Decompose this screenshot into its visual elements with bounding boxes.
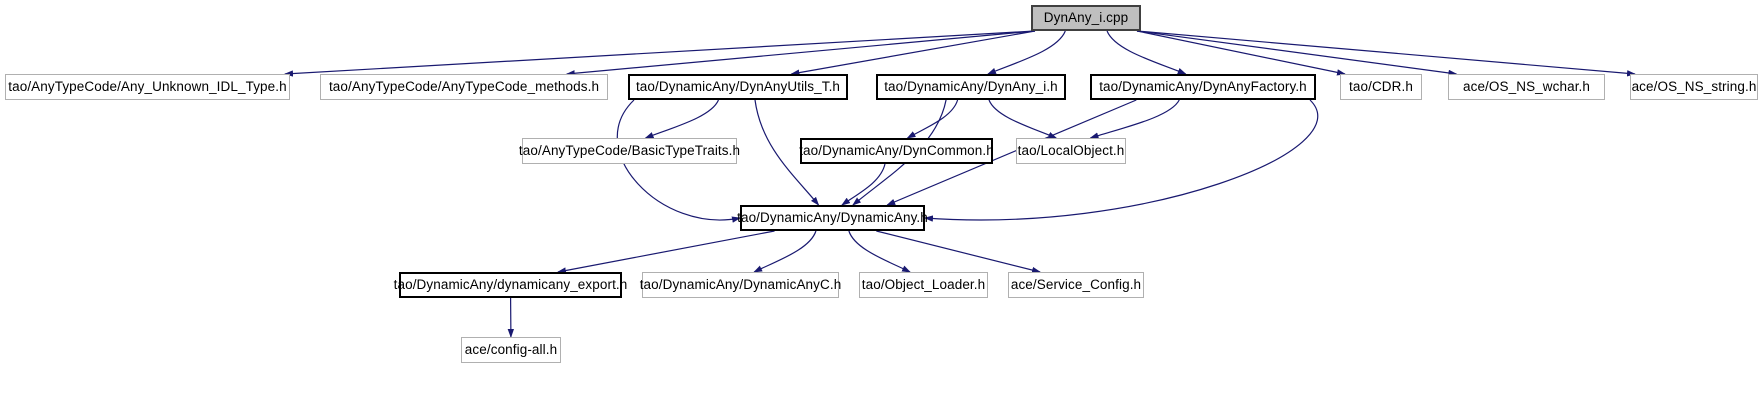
graph-node-anytypecode_methods[interactable]: tao/AnyTypeCode/AnyTypeCode_methods.h	[320, 74, 608, 100]
graph-edge-dyncommon-to-dynamicany_h	[841, 163, 886, 206]
graph-node-dynanyfactory[interactable]: tao/DynamicAny/DynAnyFactory.h	[1090, 74, 1316, 100]
graph-edge-dynany_i_cpp-to-os_ns_wchar	[1136, 30, 1458, 77]
graph-node-label: tao/AnyTypeCode/Any_Unknown_IDL_Type.h	[8, 79, 287, 95]
graph-edge-dynany_i_cpp-to-dynanyfactory	[1106, 30, 1187, 75]
graph-edge-sweep-dynanyfactory-to-dynamicany_h	[924, 99, 1319, 222]
graph-node-label: ace/OS_NS_string.h	[1631, 79, 1757, 95]
graph-edge-dynanyutils_t-to-dynamicany_h	[754, 99, 820, 206]
graph-edge-dynamicany_h-to-object_loader	[848, 230, 911, 273]
graph-node-label: tao/DynamicAny/DynCommon.h	[799, 143, 994, 159]
graph-node-cdr[interactable]: tao/CDR.h	[1340, 74, 1422, 100]
graph-edge-dynamicany_h-to-dynamicanyc	[753, 230, 817, 273]
graph-edge-dynany_i_cpp-to-anytypecode_methods	[565, 30, 1036, 77]
graph-node-dynamicany_h[interactable]: tao/DynamicAny/DynamicAny.h	[737, 205, 928, 231]
graph-node-label: tao/Object_Loader.h	[861, 277, 986, 293]
graph-edge-dynany_i_cpp-to-cdr	[1136, 30, 1346, 76]
graph-node-any_unknown_idl[interactable]: tao/AnyTypeCode/Any_Unknown_IDL_Type.h	[5, 74, 290, 100]
graph-edge-dynanyfactory-to-dynamicany_h	[886, 99, 1137, 206]
graph-node-dynany_i_cpp[interactable]: DynAny_i.cpp	[1031, 5, 1141, 31]
graph-node-object_loader[interactable]: tao/Object_Loader.h	[859, 272, 988, 298]
graph-node-label: tao/CDR.h	[1349, 79, 1413, 95]
graph-node-label: tao/DynamicAny/DynamicAny.h	[737, 210, 928, 226]
graph-node-label: tao/DynamicAny/DynAny_i.h	[884, 79, 1058, 95]
graph-node-label: tao/AnyTypeCode/BasicTypeTraits.h	[518, 143, 741, 159]
graph-node-dynanyutils_t[interactable]: tao/DynamicAny/DynAnyUtils_T.h	[628, 74, 848, 100]
graph-node-label: tao/DynamicAny/DynAnyUtils_T.h	[635, 79, 841, 95]
graph-node-label: tao/DynamicAny/DynAnyFactory.h	[1099, 79, 1307, 95]
graph-node-dynany_i_h[interactable]: tao/DynamicAny/DynAny_i.h	[876, 74, 1066, 100]
graph-edge-dynamicany_h-to-service_config	[876, 230, 1042, 274]
graph-node-dynamicany_export[interactable]: tao/DynamicAny/dynamicany_export.h	[394, 272, 627, 298]
graph-node-label: ace/config-all.h	[464, 342, 558, 358]
graph-edge-dynany_i_cpp-to-dynany_i_h	[987, 30, 1066, 75]
graph-node-label: tao/LocalObject.h	[1017, 143, 1125, 159]
graph-edge-sweep-dynanyutils_t-to-dynamicany_h	[616, 99, 741, 223]
graph-edge-dynany_i_h-to-dyncommon	[906, 99, 959, 139]
graph-edge-dynany_i_cpp-to-any_unknown_idl	[284, 30, 1036, 77]
graph-edge-dynany_i_h-to-localobject	[988, 99, 1058, 139]
graph-node-dyncommon[interactable]: tao/DynamicAny/DynCommon.h	[799, 138, 994, 164]
graph-node-label: DynAny_i.cpp	[1043, 10, 1129, 26]
graph-edge-dynanyutils_t-to-basictypetraits	[644, 99, 720, 139]
graph-edge-dynanyfactory-to-localobject	[1089, 99, 1180, 139]
graph-node-label: tao/DynamicAny/DynamicAnyC.h	[639, 277, 842, 293]
graph-node-localobject[interactable]: tao/LocalObject.h	[1016, 138, 1126, 164]
graph-node-config_all[interactable]: ace/config-all.h	[461, 337, 561, 363]
graph-node-service_config[interactable]: ace/Service_Config.h	[1008, 272, 1144, 298]
graph-node-os_ns_wchar[interactable]: ace/OS_NS_wchar.h	[1448, 74, 1605, 100]
graph-node-basictypetraits[interactable]: tao/AnyTypeCode/BasicTypeTraits.h	[519, 138, 740, 164]
graph-edge-dynany_i_cpp-to-dynanyutils_t	[790, 30, 1036, 76]
graph-edge-dynany_i_cpp-to-os_ns_string	[1136, 30, 1636, 77]
graph-edge-dynamicany_h-to-dynamicany_export	[557, 230, 775, 274]
graph-node-label: tao/DynamicAny/dynamicany_export.h	[393, 277, 628, 293]
graph-node-dynamicanyc[interactable]: tao/DynamicAny/DynamicAnyC.h	[640, 272, 841, 298]
graph-node-os_ns_string[interactable]: ace/OS_NS_string.h	[1630, 74, 1758, 100]
graph-node-label: ace/OS_NS_wchar.h	[1462, 79, 1591, 95]
graph-node-label: ace/Service_Config.h	[1010, 277, 1142, 293]
graph-node-label: tao/AnyTypeCode/AnyTypeCode_methods.h	[328, 79, 600, 95]
